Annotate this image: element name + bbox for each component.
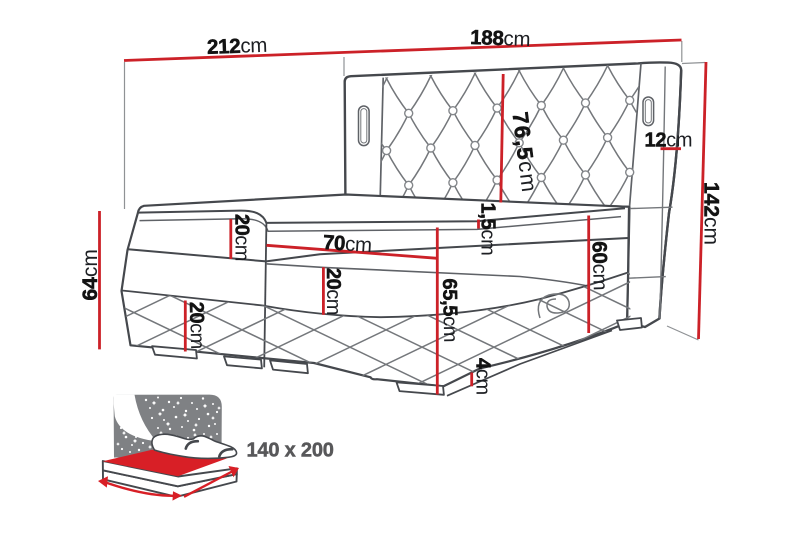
- svg-text:60cm: 60cm: [588, 241, 612, 291]
- svg-text:142cm: 142cm: [700, 182, 723, 245]
- svg-text:4cm: 4cm: [472, 358, 494, 395]
- svg-text:188cm: 188cm: [470, 26, 531, 51]
- svg-text:70cm: 70cm: [322, 231, 372, 257]
- svg-text:20cm: 20cm: [322, 268, 344, 315]
- svg-text:20cm: 20cm: [185, 302, 208, 349]
- svg-text:76,5cm: 76,5cm: [508, 111, 543, 195]
- svg-text:20cm: 20cm: [231, 214, 253, 261]
- svg-text:140 x 200: 140 x 200: [247, 439, 334, 461]
- svg-text:12cm: 12cm: [645, 130, 693, 152]
- svg-text:64cm: 64cm: [79, 249, 102, 300]
- svg-text:212cm: 212cm: [207, 34, 268, 59]
- svg-text:1,5cm: 1,5cm: [477, 203, 499, 256]
- svg-text:65,5cm: 65,5cm: [438, 278, 461, 342]
